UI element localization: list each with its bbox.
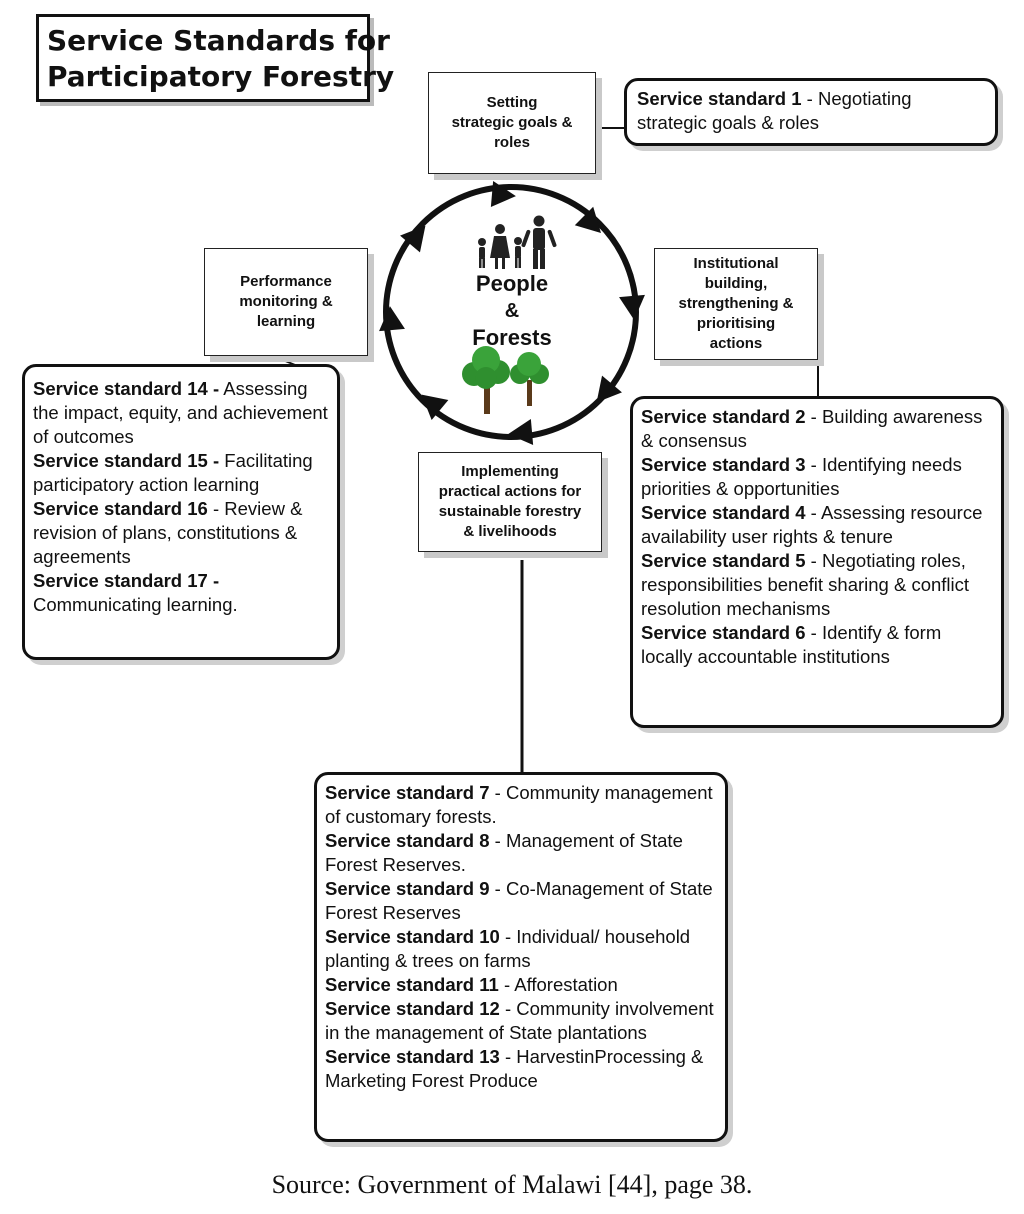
service-standard-label: Service standard 14 - xyxy=(33,378,220,399)
service-standard-text: - Building awareness & consensus xyxy=(641,406,983,451)
service-standard-text: - Community involvement in the managemen… xyxy=(325,998,714,1043)
family-icon xyxy=(478,215,557,269)
stage-line: building, xyxy=(704,275,768,292)
service-standard-label: Service standard 17 - xyxy=(33,570,220,591)
service-standard-text: - Identifying needs priorities & opportu… xyxy=(641,454,962,499)
title-line-2: Participatory Forestry xyxy=(47,60,395,93)
service-standard-label: Service standard 9 xyxy=(325,878,490,899)
service-standard-text: Facilitating participatory action learni… xyxy=(33,450,313,495)
service-standards-box-bottom: Service standard 7 - Community managemen… xyxy=(314,772,728,1142)
stage-line: monitoring & xyxy=(239,293,333,310)
stage-implementing-actions: Implementing practical actions for susta… xyxy=(418,452,602,552)
service-standard-item: Service standard 17 - Communicating lear… xyxy=(33,569,329,617)
service-standard-text: Communicating learning. xyxy=(33,594,238,615)
stage-line: strategic goals & xyxy=(451,114,573,131)
cycle-arrow-8 xyxy=(400,225,426,253)
cycle-arrow-6 xyxy=(421,394,449,420)
cycle-arrows xyxy=(379,181,645,445)
service-standard-label: Service standard 12 xyxy=(325,998,500,1019)
service-standard-item: Service standard 9 - Co-Management of St… xyxy=(325,877,717,925)
service-standard-text: - Assessing resource availability user r… xyxy=(641,502,983,547)
service-standard-label: Service standard 15 - xyxy=(33,450,220,471)
stage-line: & livelihoods xyxy=(463,523,557,540)
service-standard-label: Service standard 10 xyxy=(325,926,500,947)
service-standard-text: - Afforestation xyxy=(498,974,618,995)
cycle-arrow-2 xyxy=(574,206,601,233)
service-standard-text: - HarvestinProcessing & Marketing Forest… xyxy=(325,1046,704,1091)
service-standard-text: - Community management of customary fore… xyxy=(325,782,713,827)
service-standard-item: Service standard 13 - HarvestinProcessin… xyxy=(325,1045,717,1093)
stage-line: practical actions for xyxy=(438,483,582,500)
service-standard-label: Service standard 16 xyxy=(33,498,208,519)
service-standard-label: Service standard 5 xyxy=(641,550,806,571)
diagram-title: Service Standards for Participatory Fore… xyxy=(36,14,395,102)
service-standard-item: Service standard 15 - Facilitating parti… xyxy=(33,449,329,497)
trees-icon xyxy=(462,346,549,414)
service-standard-text: - Negotiating roles, responsibilities be… xyxy=(641,550,970,619)
stage-institutional-building: Institutional building, strengthening & … xyxy=(654,248,818,360)
cycle-arrow-4 xyxy=(596,375,622,403)
service-standard-item: Service standard 7 - Community managemen… xyxy=(325,781,717,829)
cycle-arrow-5 xyxy=(508,419,534,445)
service-standard-item: Service standard 10 - Individual/ househ… xyxy=(325,925,717,973)
stage-line: Setting xyxy=(486,94,538,111)
stage-line: learning xyxy=(256,313,316,330)
cycle-arrow-3 xyxy=(619,294,645,320)
stage-setting-goals: Setting strategic goals & roles xyxy=(428,72,596,174)
service-standard-text: - Management of State Forest Reserves. xyxy=(325,830,683,875)
service-standard-item: Service standard 8 - Management of State… xyxy=(325,829,717,877)
service-standard-label: Service standard 3 xyxy=(641,454,806,475)
stage-line: roles xyxy=(494,134,530,151)
stage-line: actions xyxy=(709,335,763,352)
service-standard-item: Service standard 5 - Negotiating roles, … xyxy=(641,549,993,621)
service-standard-label: Service standard 4 xyxy=(641,502,806,523)
stage-performance-monitoring: Performance monitoring & learning xyxy=(204,248,368,356)
service-standard-item: Service standard 3 - Identifying needs p… xyxy=(641,453,993,501)
service-standard-label: Service standard 13 xyxy=(325,1046,500,1067)
service-standard-text: - Individual/ household planting & trees… xyxy=(325,926,691,971)
service-standard-text: - Identify & form locally accountable in… xyxy=(641,622,942,667)
stage-line: sustainable forestry xyxy=(438,503,582,520)
cycle-arrow-1 xyxy=(490,181,516,207)
service-standards-box-left: Service standard 14 - Assessing the impa… xyxy=(22,364,340,660)
service-standard-item: Service standard 1 - Negotiating strateg… xyxy=(637,87,985,135)
center-forests: Forests xyxy=(472,325,552,350)
service-standard-item: Service standard 4 - Assessing resource … xyxy=(641,501,993,549)
service-standard-item: Service standard 2 - Building awareness … xyxy=(641,405,993,453)
service-standard-label: Service standard 1 xyxy=(637,88,802,109)
service-standard-text: - Negotiating strategic goals & roles xyxy=(637,88,912,133)
stage-line: Performance xyxy=(240,273,332,290)
service-standard-text: - Co-Management of State Forest Reserves xyxy=(325,878,713,923)
service-standard-item: Service standard 14 - Assessing the impa… xyxy=(33,377,329,449)
stage-line: Implementing xyxy=(461,463,559,480)
service-standard-item: Service standard 6 - Identify & form loc… xyxy=(641,621,993,669)
service-standard-text: Assessing the impact, equity, and achiev… xyxy=(33,378,328,447)
service-standard-item: Service standard 11 - Afforestation xyxy=(325,973,717,997)
service-standard-label: Service standard 8 xyxy=(325,830,490,851)
cycle-arrow-7 xyxy=(379,306,405,332)
stage-line: prioritising xyxy=(696,315,776,332)
source-caption: Source: Government of Malawi [44], page … xyxy=(271,1170,753,1199)
stage-line: Institutional xyxy=(693,255,779,272)
cycle-center-label: People & Forests xyxy=(452,270,572,352)
center-people: People xyxy=(475,271,549,296)
service-standard-label: Service standard 6 xyxy=(641,622,806,643)
service-standard-label: Service standard 11 xyxy=(325,974,499,995)
service-standard-item: Service standard 12 - Community involvem… xyxy=(325,997,717,1045)
title-line-1: Service Standards for xyxy=(47,24,390,57)
service-standards-box-top-right: Service standard 1 - Negotiating strateg… xyxy=(624,78,998,146)
center-amp: & xyxy=(504,300,520,322)
stage-line: strengthening & xyxy=(678,295,794,312)
service-standards-box-right: Service standard 2 - Building awareness … xyxy=(630,396,1004,728)
service-standard-item: Service standard 16 - Review & revision … xyxy=(33,497,329,569)
service-standard-label: Service standard 7 xyxy=(325,782,490,803)
service-standard-text: - Review & revision of plans, constituti… xyxy=(33,498,303,567)
service-standard-label: Service standard 2 xyxy=(641,406,806,427)
